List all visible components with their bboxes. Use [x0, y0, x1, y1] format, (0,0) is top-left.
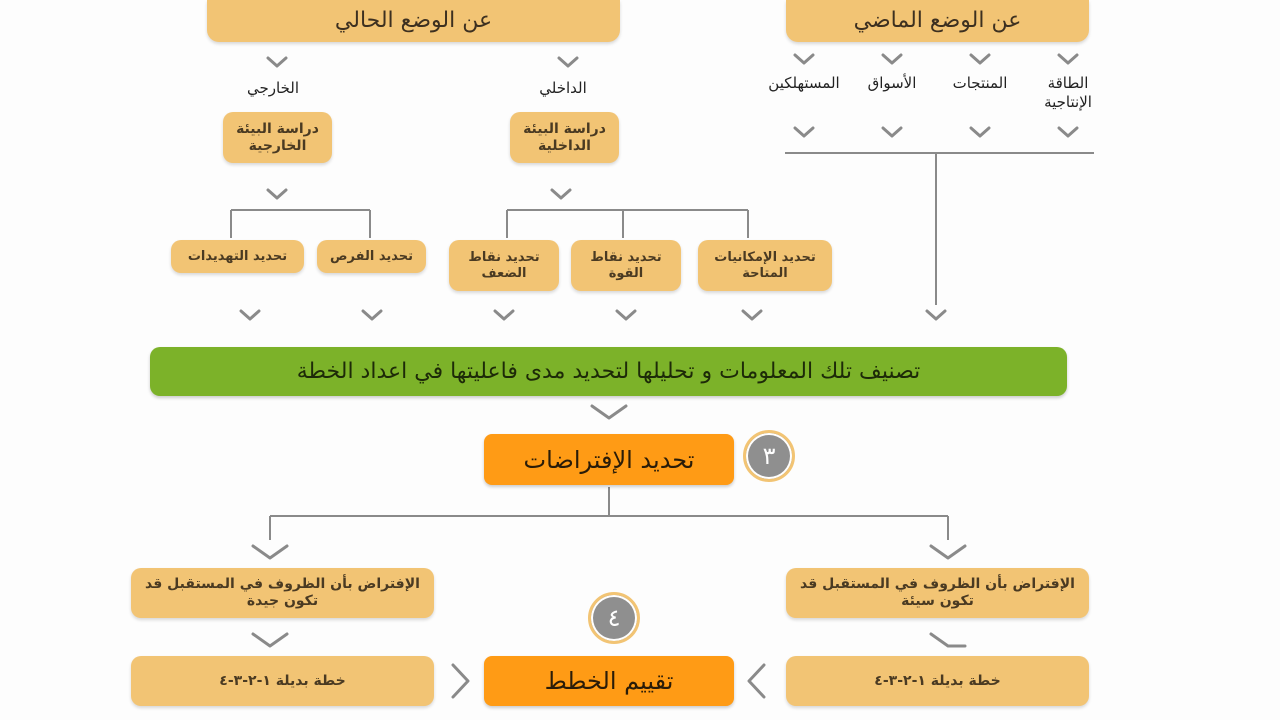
past-title: عن الوضع الماضي [853, 7, 1022, 33]
present-title-box: عن الوضع الحالي [207, 0, 620, 42]
good-plan-box: خطة بديلة ١-٢-٣-٤ [131, 656, 434, 706]
past-item-markets: الأسواق [867, 74, 917, 92]
external-study-box: دراسة البيئة الخارجية [223, 112, 332, 163]
bad-assumption-box: الإفتراض بأن الظروف في المستقبل قد تكون … [786, 568, 1089, 618]
bad-plan-box: خطة بديلة ١-٢-٣-٤ [786, 656, 1089, 706]
internal-item-weaknesses: تحديد نقاط الضعف [449, 240, 559, 291]
classify-bar: تصنيف تلك المعلومات و تحليلها لتحديد مدى… [150, 347, 1067, 396]
assumptions-box: تحديد الإفتراضات [484, 434, 734, 485]
internal-label: الداخلي [539, 79, 587, 97]
past-item-capacity: الطاقة الإنتاجية [1044, 74, 1092, 111]
internal-item-strengths: تحديد نقاط القوة [571, 240, 681, 291]
step-3-badge: ٣ [743, 430, 795, 482]
present-title: عن الوضع الحالي [334, 7, 493, 33]
past-title-box: عن الوضع الماضي [786, 0, 1089, 42]
evaluate-box: تقييم الخطط [484, 656, 734, 706]
assumptions-title: تحديد الإفتراضات [523, 445, 695, 474]
internal-study-box: دراسة البيئة الداخلية [510, 112, 619, 163]
evaluate-title: تقييم الخطط [544, 667, 674, 695]
chevron-icons [239, 53, 1079, 699]
external-study-text: دراسة البيئة الخارجية [236, 120, 319, 154]
classify-text: تصنيف تلك المعلومات و تحليلها لتحديد مدى… [296, 359, 921, 384]
step-4-badge: ٤ [588, 592, 640, 644]
past-item-products: المنتجات [952, 74, 1008, 92]
external-item-threats: تحديد التهديدات [171, 240, 304, 273]
past-item-consumers: المستهلكين [768, 74, 840, 92]
good-assumption-box: الإفتراض بأن الظروف في المستقبل قد تكون … [131, 568, 434, 618]
internal-item-resources: تحديد الإمكانيات المتاحة [698, 240, 832, 291]
external-item-opportunities: تحديد الفرص [317, 240, 426, 273]
external-label: الخارجي [246, 79, 299, 97]
internal-study-text: دراسة البيئة الداخلية [523, 120, 606, 154]
